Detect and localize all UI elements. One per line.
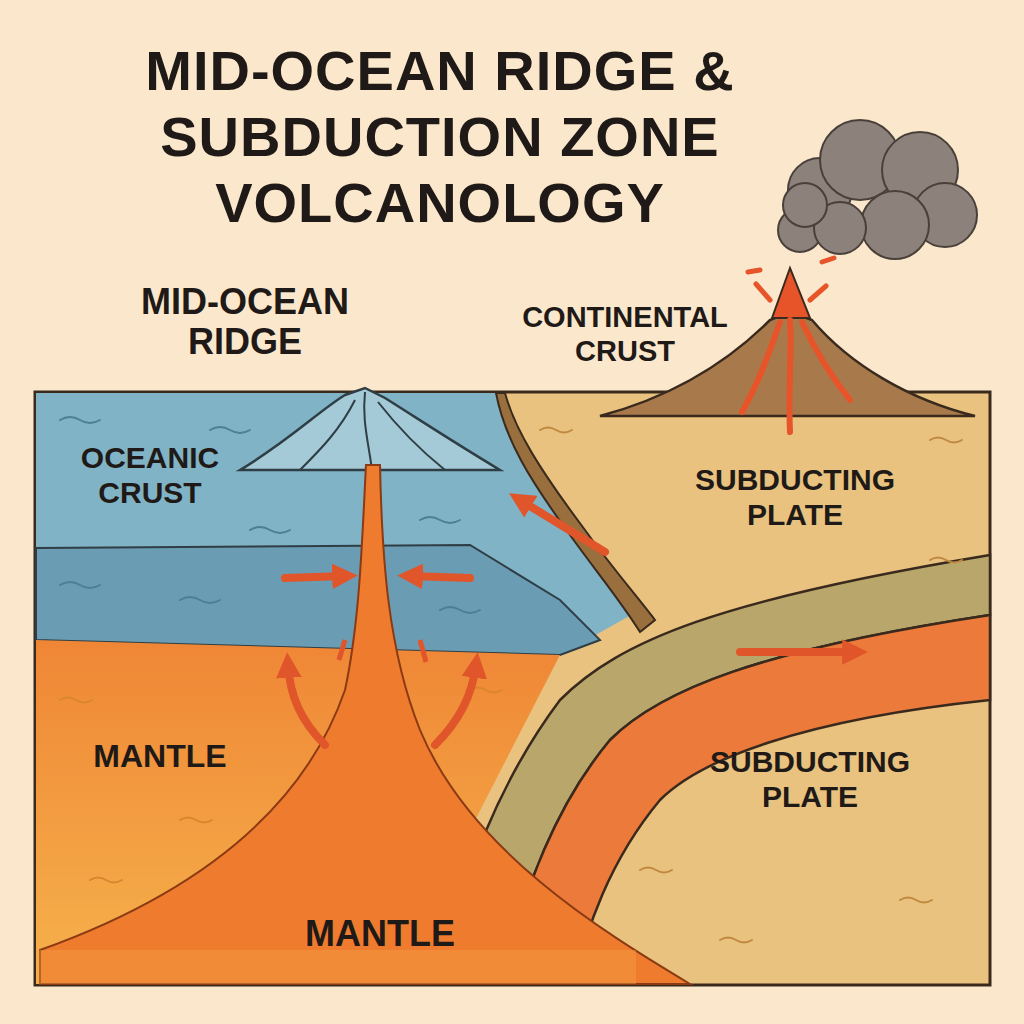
- section-ground: [35, 392, 990, 985]
- mantle-label: MANTLE: [270, 914, 490, 954]
- ridge-detail: [300, 392, 445, 470]
- oceanic-crust-band: [36, 545, 600, 655]
- crust-label: CONTINENTAL CRUST: [485, 300, 765, 368]
- mantle-texture: [60, 688, 502, 883]
- mantle-plume: [40, 465, 690, 984]
- ridge-label: MID-OCEAN RIDGE: [95, 282, 395, 362]
- motion-arrows: [285, 500, 855, 745]
- plate-label: SUBDUCTING PLATE: [665, 462, 925, 532]
- rock-texture: [540, 428, 962, 943]
- diagram-title: MID-OCEAN RIDGE & SUBDUCTION ZONE VOLCAN…: [60, 38, 820, 236]
- crust-label: OCEANIC CRUST: [50, 440, 250, 510]
- continental-margin: [496, 393, 655, 632]
- ridge-crest: [240, 388, 500, 470]
- mantle-label: MANTLE: [70, 738, 250, 774]
- lava-flow: [742, 320, 850, 432]
- ash-cloud: [778, 120, 977, 259]
- plate-label: SUBDUCTING PLATE: [680, 744, 940, 814]
